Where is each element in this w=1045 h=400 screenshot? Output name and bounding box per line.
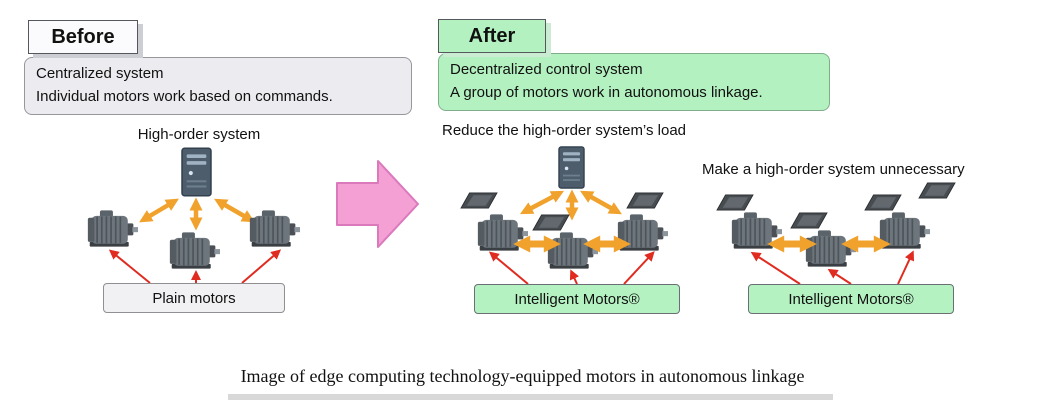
before-description-line-1: Centralized system — [36, 65, 164, 82]
plain-motors-label: Plain motors — [152, 289, 236, 307]
before-description-box: Centralized system Individual motors wor… — [24, 57, 412, 115]
linkage-arrow — [580, 190, 622, 215]
edge-chip-icon — [716, 194, 754, 211]
intelligent-motors-box-1: Intelligent Motors® — [474, 284, 680, 314]
pointer-arrow — [241, 249, 282, 284]
edge-chip-icon — [626, 192, 664, 209]
pointer-arrow — [827, 268, 852, 285]
intelligent-motors-label-1: Intelligent Motors® — [514, 290, 640, 308]
before-after-transition-arrow — [336, 160, 419, 248]
pointer-arrow — [623, 251, 655, 285]
motor-icon — [249, 209, 300, 248]
high-order-server-icon — [558, 146, 585, 189]
after-description-line-1: Decentralized control system — [450, 61, 643, 78]
command-arrow — [214, 198, 255, 223]
after-description-line-2: A group of motors work in autonomous lin… — [450, 83, 763, 101]
edge-chip-icon — [532, 214, 570, 231]
intelligent-motor-icon — [878, 211, 930, 250]
pointer-arrow — [569, 269, 580, 285]
pointer-arrow — [897, 250, 914, 285]
after-description-box: Decentralized control system A group of … — [438, 53, 830, 111]
intelligent-motors-box-2: Intelligent Motors® — [748, 284, 954, 314]
reduce-load-caption: Reduce the high-order system’s load — [442, 122, 687, 139]
edge-chip-icon — [790, 212, 828, 229]
linkage-arrow — [519, 190, 565, 215]
intelligent-motor-icon — [546, 231, 598, 270]
command-arrow — [139, 198, 179, 223]
edge-chip-icon — [918, 182, 956, 199]
no-high-order-caption: Make a high-order system unnecessary — [702, 161, 965, 178]
bottom-strip — [228, 394, 833, 400]
intelligent-motors-label-2: Intelligent Motors® — [788, 290, 914, 308]
after-title-box: After — [438, 19, 546, 53]
pointer-arrow — [750, 251, 801, 285]
motor-icon — [86, 209, 138, 248]
before-description-line-2: Individual motors work based on commands… — [36, 87, 333, 105]
intelligent-motor-icon — [804, 229, 856, 268]
high-order-server-icon — [181, 147, 212, 197]
plain-motors-box: Plain motors — [103, 283, 285, 313]
after-title-label: After — [468, 24, 516, 47]
pointer-arrow — [108, 249, 151, 284]
before-title-box: Before — [28, 20, 138, 54]
edge-chip-icon — [864, 194, 902, 211]
figure-caption: Image of edge computing technology-equip… — [240, 366, 805, 386]
intelligent-motor-icon — [616, 213, 668, 252]
high-order-system-label: High-order system — [137, 126, 261, 143]
pointer-arrow — [488, 251, 529, 285]
motor-icon — [169, 231, 220, 270]
before-title-label: Before — [51, 25, 115, 48]
edge-chip-icon — [460, 192, 498, 209]
